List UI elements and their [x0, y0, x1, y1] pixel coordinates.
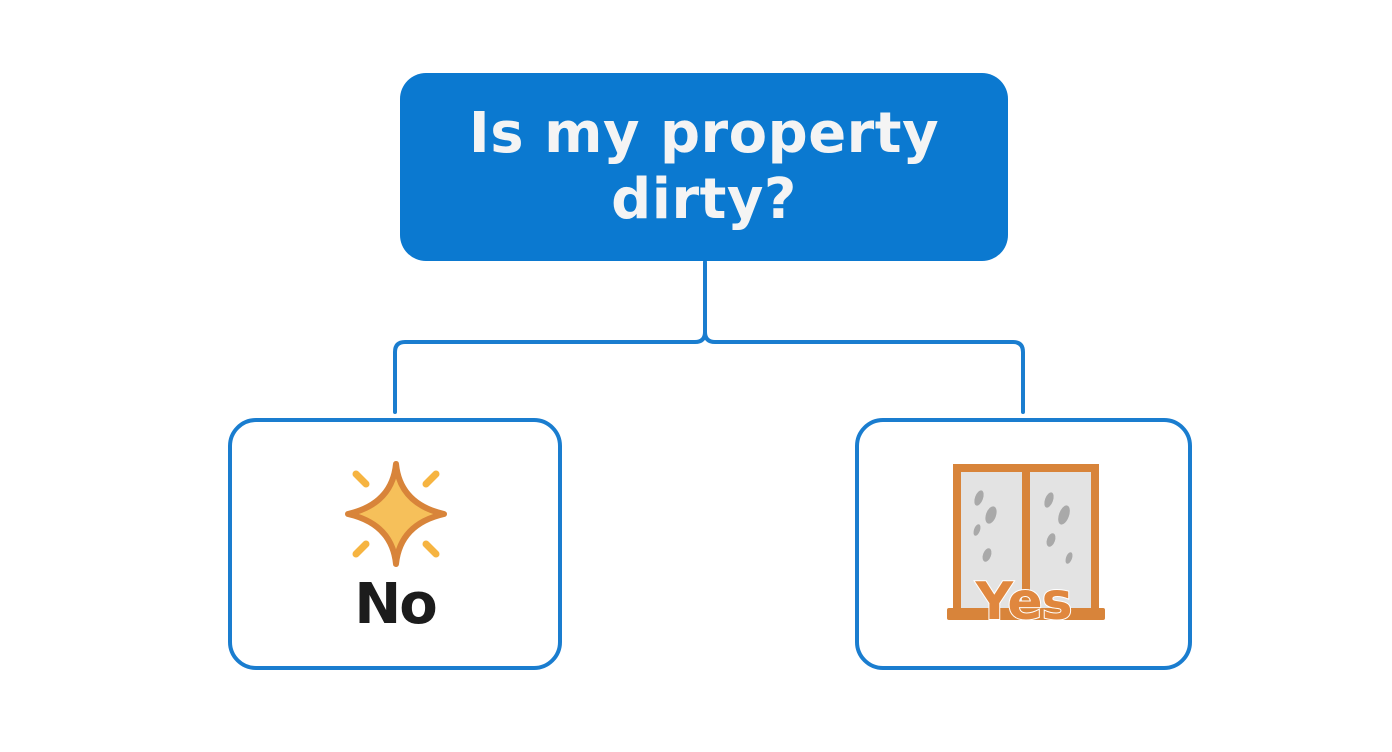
answer-label-no: No: [354, 572, 437, 637]
question-node: Is my property dirty?: [400, 73, 1008, 261]
answer-label-yes: Yes: [974, 571, 1073, 633]
connector-right-branch: [703, 330, 1025, 414]
answer-node-no: No: [228, 418, 562, 670]
question-text: Is my property dirty?: [468, 101, 940, 232]
dirty-window-icon: [947, 464, 1105, 620]
answer-node-yes: Yes: [855, 418, 1192, 670]
sparkle-icon: [345, 461, 447, 567]
connector-trunk: [393, 260, 707, 414]
